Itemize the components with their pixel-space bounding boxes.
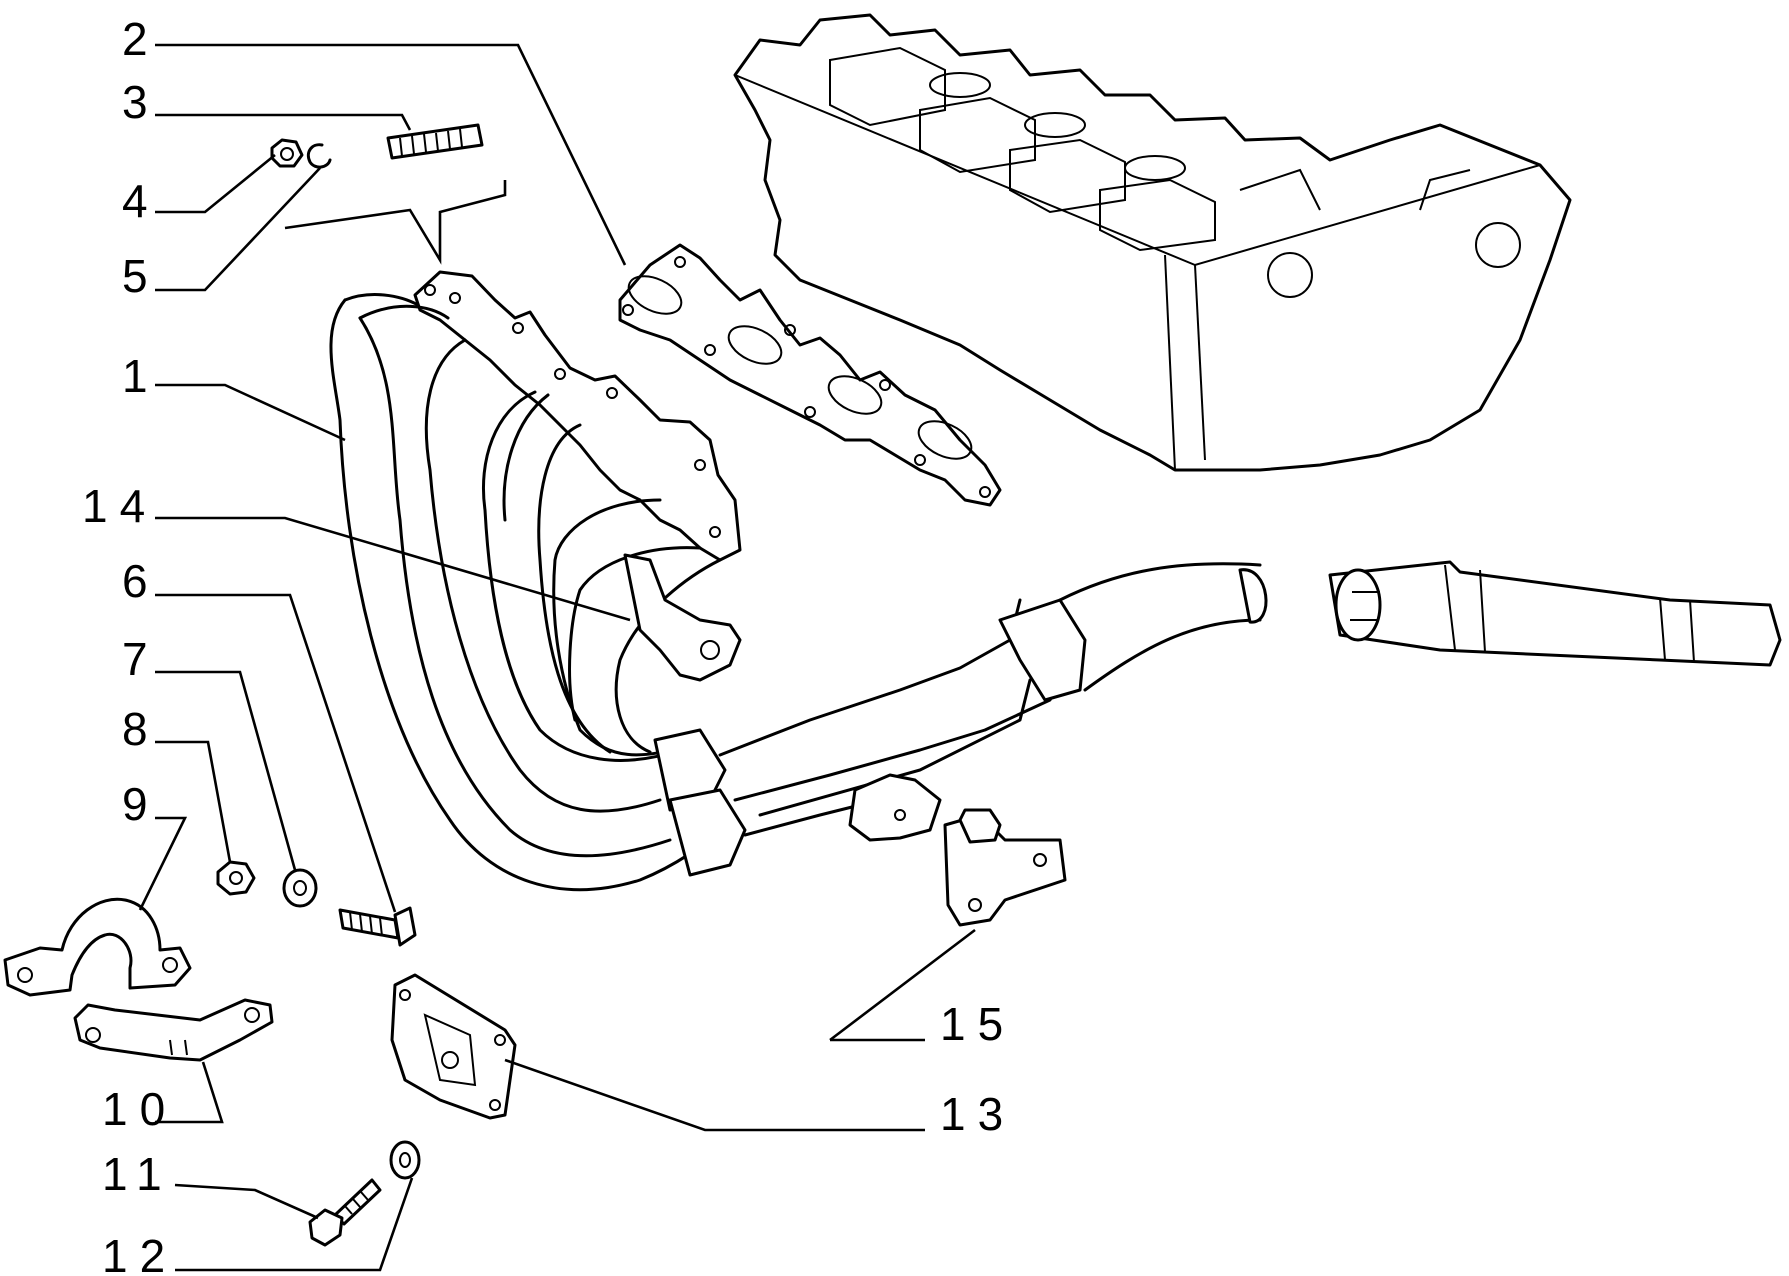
callout-labels: 2 3 4 5 1 14 6 7 8 9 10 11 12 15 13: [82, 13, 1015, 1276]
manifold-gasket: [618, 243, 1002, 507]
callout-2: 2: [122, 13, 160, 65]
callout-4: 4: [122, 175, 160, 227]
callout-1: 1: [122, 350, 160, 402]
exhaust-manifold: [329, 270, 747, 892]
nut: [216, 860, 256, 896]
callout-6: 6: [122, 555, 160, 607]
callout-13: 13: [940, 1088, 1015, 1140]
callout-5: 5: [122, 250, 160, 302]
front-exhaust-pipe: [623, 553, 1268, 842]
callout-15: 15: [940, 998, 1015, 1050]
callout-8: 8: [122, 703, 160, 755]
leader-lines: [138, 43, 976, 1272]
flat-washer: [389, 1140, 421, 1180]
callout-12: 12: [102, 1230, 177, 1276]
callout-11: 11: [102, 1148, 174, 1200]
callout-14: 14: [82, 480, 157, 532]
stud-bolt: [386, 123, 484, 160]
callout-3: 3: [122, 76, 160, 128]
cylinder-head: [733, 13, 1572, 472]
callout-9: 9: [122, 778, 160, 830]
rubber-mount: [390, 973, 517, 1120]
catalytic-section: [1328, 560, 1782, 667]
lock-washer: [306, 143, 332, 169]
mounting-bracket: [943, 808, 1067, 927]
bolt: [308, 1178, 382, 1247]
hex-bolt: [338, 906, 417, 947]
pipe-clamp: [3, 897, 192, 997]
bracket: [73, 998, 274, 1062]
flange-nut: [270, 138, 304, 168]
callout-10: 10: [102, 1083, 177, 1135]
washer: [282, 868, 318, 908]
callout-7: 7: [122, 633, 160, 685]
